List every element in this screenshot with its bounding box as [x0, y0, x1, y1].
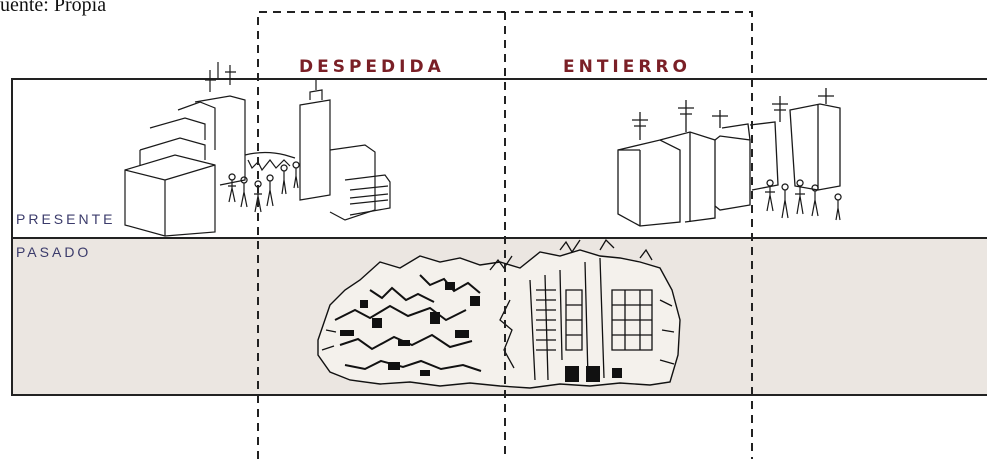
figure-source-caption: uente: Propia: [0, 0, 107, 16]
present-crowd-right: [765, 179, 842, 221]
row-label-past: PASADO: [16, 244, 92, 260]
row-label-present: PRESENTE: [16, 211, 116, 227]
dashed-column-frames: [257, 11, 753, 459]
column-label-despedida: DESPEDIDA: [299, 57, 445, 77]
present-crowd-left: [228, 161, 300, 213]
present-street-sketch: [124, 62, 391, 237]
column-label-entierro: ENTIERRO: [563, 57, 692, 77]
past-ancient-map-drawing: [317, 238, 681, 389]
present-procession-sketch: [617, 88, 841, 227]
